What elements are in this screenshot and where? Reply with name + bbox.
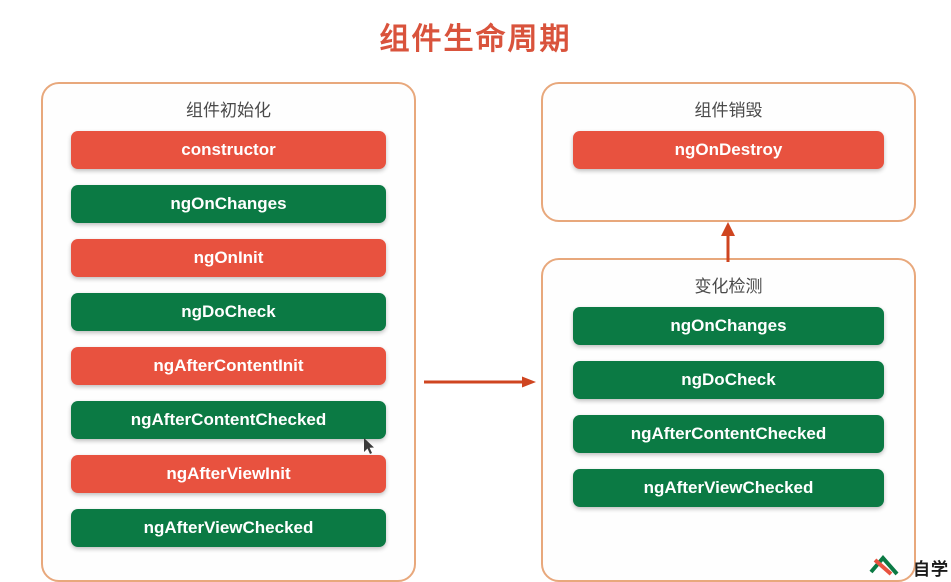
lifecycle-chip[interactable]: ngAfterViewInit [71, 455, 386, 493]
watermark-logo-icon [869, 554, 899, 576]
lifecycle-chip[interactable]: ngAfterViewChecked [71, 509, 386, 547]
mouse-cursor-icon [364, 438, 374, 454]
panel-change-detection: 变化检测 ngOnChanges ngDoCheck ngAfterConten… [541, 258, 916, 582]
page-title: 组件生命周期 [379, 23, 572, 56]
panel-component-destroy: 组件销毁 ngOnDestroy [541, 82, 916, 222]
lifecycle-chip[interactable]: ngOnChanges [71, 185, 386, 223]
panel-component-initialization: 组件初始化 constructor ngOnChanges ngOnInit n… [41, 82, 416, 582]
panel-destroy-title: 组件销毁 [694, 101, 763, 120]
arrow-up-icon [721, 222, 735, 262]
lifecycle-chip[interactable]: ngDoCheck [71, 293, 386, 331]
lifecycle-chip[interactable]: ngOnInit [71, 239, 386, 277]
lifecycle-chip[interactable]: ngDoCheck [573, 361, 884, 399]
watermark: 自学 [831, 542, 951, 582]
panel-init-chip-list: constructor ngOnChanges ngOnInit ngDoChe… [43, 131, 414, 547]
panel-init-title: 组件初始化 [186, 101, 271, 120]
watermark-text: 自学 [913, 560, 949, 579]
panel-detect-title: 变化检测 [694, 277, 763, 296]
lifecycle-chip[interactable]: ngOnChanges [573, 307, 884, 345]
lifecycle-chip[interactable]: ngAfterContentChecked [573, 415, 884, 453]
lifecycle-chip[interactable]: ngOnDestroy [573, 131, 884, 169]
lifecycle-chip[interactable]: constructor [71, 131, 386, 169]
lifecycle-chip[interactable]: ngAfterViewChecked [573, 469, 884, 507]
lifecycle-chip[interactable]: ngAfterContentChecked [71, 401, 386, 439]
arrow-right-icon [424, 376, 536, 388]
panel-destroy-chip-list: ngOnDestroy [543, 131, 914, 169]
lifecycle-chip[interactable]: ngAfterContentInit [71, 347, 386, 385]
panel-detect-chip-list: ngOnChanges ngDoCheck ngAfterContentChec… [543, 307, 914, 507]
